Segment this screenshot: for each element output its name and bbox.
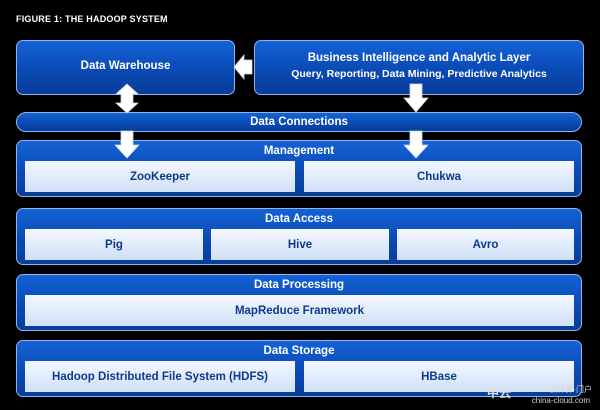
data-warehouse-label: Data Warehouse [80,60,171,72]
avro-box: Avro [397,229,574,260]
hive-box: Hive [211,229,389,260]
data-access-title: Data Access [265,213,333,225]
arrow-warehouse-connections [114,83,140,114]
arrow-connections-to-zookeeper [114,130,140,159]
watermark-text: 云计算·门户 [549,385,592,394]
bi-layer-subtitle: Query, Reporting, Data Mining, Predictiv… [291,68,547,80]
chukwa-box: Chukwa [304,161,574,192]
data-storage-panel: Data Storage Hadoop Distributed File Sys… [16,340,582,397]
hbase-box: HBase [304,361,574,392]
figure-title: FIGURE 1: THE HADOOP SYSTEM [16,14,168,24]
data-connections-bar: Data Connections [16,112,582,132]
data-access-panel: Data Access Pig Hive Avro [16,208,582,265]
bi-layer-title: Business Intelligence and Analytic Layer [307,52,531,64]
management-title: Management [263,145,335,157]
hdfs-box: Hadoop Distributed File System (HDFS) [25,361,295,392]
arrow-bi-to-warehouse [233,53,253,81]
data-processing-panel: Data Processing MapReduce Framework [16,274,582,331]
arrow-bi-to-connections [403,83,429,113]
arrow-connections-to-chukwa [403,130,429,159]
pig-box: Pig [25,229,203,260]
data-processing-title: Data Processing [253,279,345,291]
data-connections-label: Data Connections [250,116,348,128]
watermark-logo: 中云 [487,386,512,400]
watermark-url: china-cloud.com [531,396,590,405]
mapreduce-box: MapReduce Framework [25,295,574,326]
zookeeper-box: ZooKeeper [25,161,295,192]
data-storage-title: Data Storage [263,345,335,357]
management-panel: Management ZooKeeper Chukwa [16,140,582,197]
